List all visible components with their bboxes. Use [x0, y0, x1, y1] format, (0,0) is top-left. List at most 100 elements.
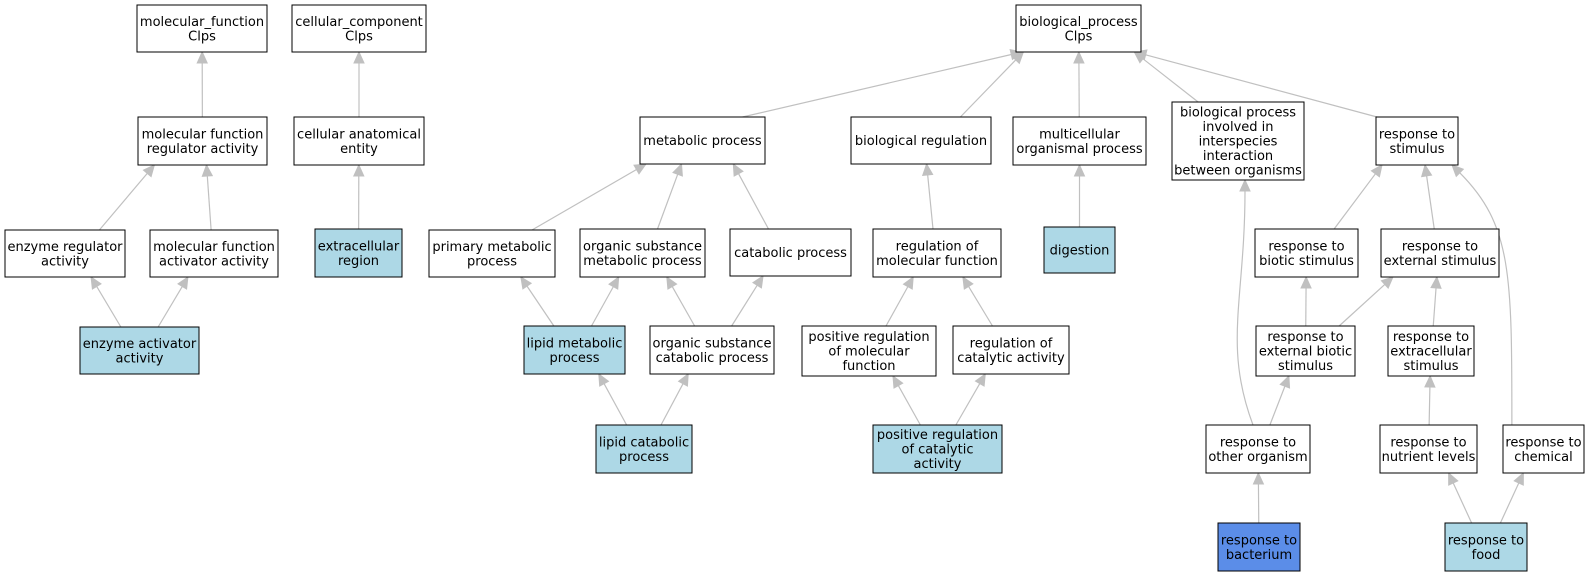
edge-line	[1145, 54, 1378, 118]
edge-arrowhead	[672, 162, 683, 177]
node-box	[1015, 4, 1142, 53]
edge-arrowhead	[142, 164, 156, 178]
node-label-line: extracellular	[1390, 345, 1472, 360]
edge-mfra-to-mf	[196, 50, 208, 118]
edge-arrowhead	[666, 275, 678, 290]
edge-prca-to-rca	[955, 372, 986, 426]
edge-arrowhead	[90, 275, 102, 290]
edge-line	[968, 286, 994, 327]
node-label-line: catabolic process	[656, 351, 769, 366]
node-label-line: regulation of	[970, 336, 1053, 351]
node-label-line: response to	[1268, 239, 1344, 254]
node-label-line: cellular_component	[295, 15, 423, 30]
node-box	[952, 325, 1070, 375]
edge-arrowhead	[1420, 163, 1433, 178]
edge-line	[526, 285, 555, 327]
edge-line	[590, 286, 614, 327]
node-box	[872, 228, 1002, 278]
node-box	[1255, 325, 1356, 377]
edge-oscp-to-osmp	[666, 275, 696, 327]
node-dig[interactable]: digestion	[1043, 226, 1116, 274]
node-label-line: Clps	[1065, 29, 1093, 44]
node-label-line: entity	[340, 142, 378, 157]
edge-line	[1269, 386, 1286, 426]
edge-line	[1452, 482, 1473, 524]
edge-rtc-to-rts	[1451, 164, 1513, 426]
edge-line	[742, 53, 1012, 118]
edge-arrowhead	[1239, 178, 1251, 192]
node-label-line: lipid metabolic	[527, 336, 623, 351]
node-br[interactable]: biological regulation	[850, 116, 992, 165]
node-box	[523, 325, 626, 375]
node-label-line: of molecular	[828, 345, 910, 360]
node-box	[1375, 116, 1459, 166]
node-label-line: primary metabolic	[432, 240, 551, 255]
edge-arrowhead	[177, 275, 189, 290]
edge-arrowhead	[1430, 275, 1442, 289]
node-box	[137, 116, 268, 166]
edge-arrowhead	[598, 372, 610, 387]
edge-roo-to-rebs	[1269, 374, 1291, 426]
node-label-line: process	[550, 351, 600, 366]
edge-line	[1499, 482, 1520, 524]
node-box	[428, 229, 556, 278]
edge-arrowhead	[353, 50, 365, 64]
node-label-line: activity	[41, 254, 89, 269]
edge-arrowhead	[201, 163, 214, 177]
node-label-line: enzyme regulator	[7, 240, 123, 255]
node-label-line: biological process	[1180, 106, 1296, 121]
edge-lcp-to-oscp	[660, 372, 689, 426]
node-label-line: interspecies	[1199, 135, 1278, 150]
node-label-line: response to	[1221, 533, 1297, 548]
node-cp[interactable]: catabolic process	[729, 228, 852, 277]
node-box	[801, 325, 937, 377]
edge-arrowhead	[1513, 471, 1524, 486]
node-label-line: biological regulation	[855, 134, 987, 149]
node-label-line: response to	[1220, 435, 1296, 450]
edge-line	[1338, 283, 1386, 327]
edge-mfaa-to-mfra	[201, 163, 214, 231]
node-label-line: response to	[1448, 533, 1524, 548]
node-label-line: process	[467, 254, 517, 269]
edge-br-to-bp	[959, 51, 1025, 118]
node-label-line: nutrient levels	[1382, 450, 1476, 465]
node-label-line: molecular function	[142, 127, 264, 142]
node-box	[1502, 424, 1585, 474]
node-box	[1043, 226, 1116, 274]
edge-rca-to-rmf	[962, 275, 994, 327]
edge-line	[955, 383, 981, 426]
node-mp[interactable]: metabolic process	[639, 116, 766, 165]
